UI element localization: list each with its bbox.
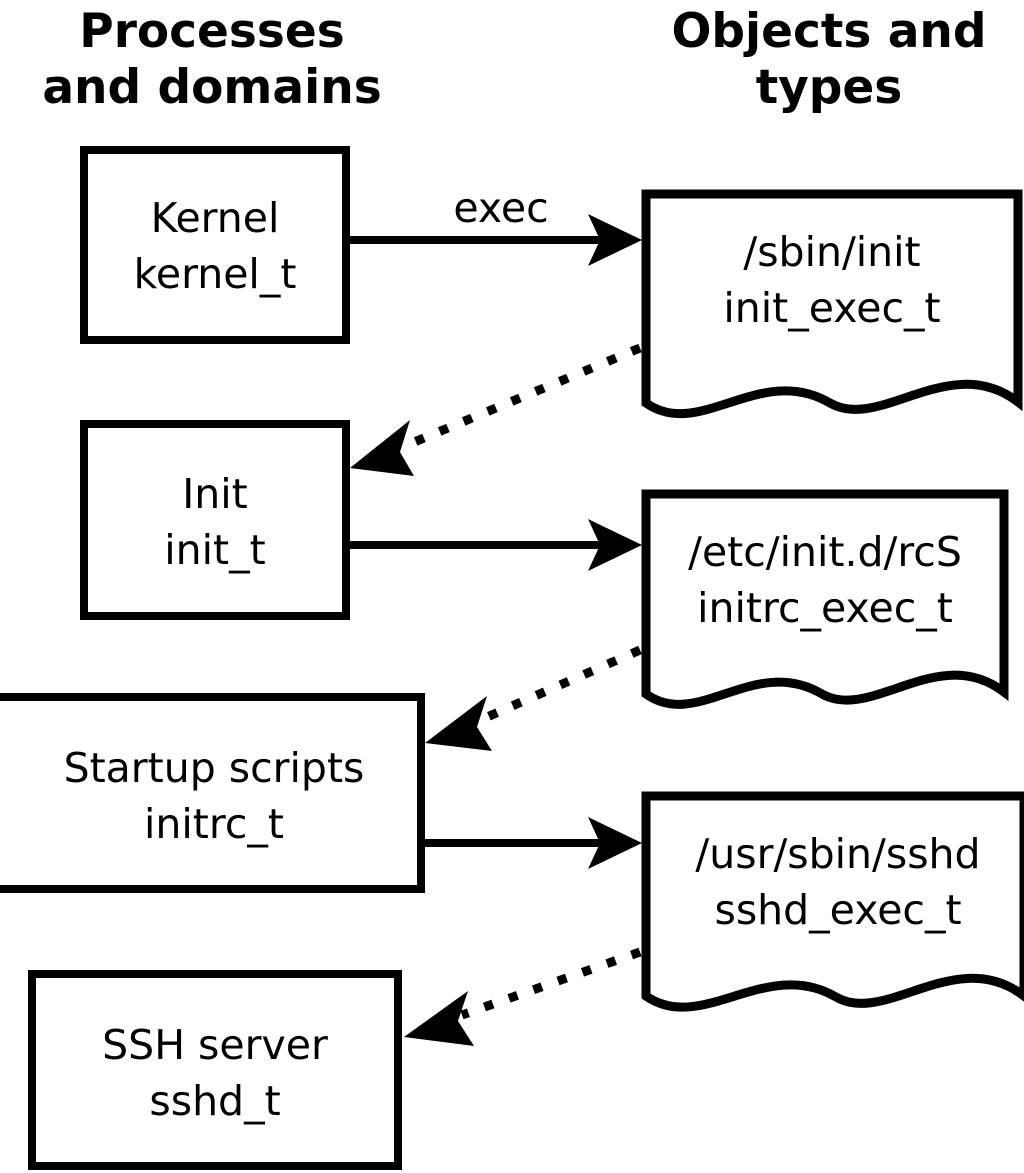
edge-initrcexec-to-initrc-line <box>476 645 642 726</box>
node-sshd-exec[interactable]: /usr/sbin/sshd sshd_exec_t <box>641 791 1024 1012</box>
node-init-exec-line2: init_exec_t <box>723 284 940 332</box>
node-init-exec[interactable]: /sbin/init init_exec_t <box>641 189 1023 419</box>
node-init[interactable]: Init init_t <box>80 420 350 620</box>
node-init-box[interactable] <box>80 420 350 620</box>
node-initrc-line2: initrc_t <box>144 800 284 848</box>
node-kernel-box[interactable] <box>80 146 350 344</box>
edge-sshdexec-to-sshd <box>404 947 642 1046</box>
edge-sshdexec-to-sshd-arrowhead <box>404 991 474 1046</box>
edge-initrc-to-sshdexec-arrowhead <box>588 817 642 869</box>
node-init-line1: Init <box>182 470 248 518</box>
node-sshd-exec-line2: sshd_exec_t <box>714 886 961 934</box>
edge-init-to-initrcexec-arrowhead <box>588 519 642 571</box>
column-header-objects-line2: types <box>756 60 903 115</box>
node-sshd-line2: sshd_t <box>149 1077 280 1125</box>
node-sshd-exec-document[interactable] <box>641 791 1024 1012</box>
node-initrc-exec-line2: initrc_exec_t <box>697 584 953 632</box>
node-kernel-line2: kernel_t <box>134 250 297 298</box>
node-initrc-exec[interactable]: /etc/init.d/rcS initrc_exec_t <box>641 489 1009 709</box>
node-init-line2: init_t <box>164 526 265 574</box>
edge-kernel-exec-arrowhead <box>588 214 642 266</box>
edge-initrc-to-sshdexec <box>425 817 642 869</box>
column-header-objects: Objects and types <box>671 4 986 115</box>
node-initrc-box[interactable] <box>0 693 425 893</box>
node-kernel[interactable]: Kernel kernel_t <box>80 146 350 344</box>
edge-sshdexec-to-sshd-line <box>460 947 642 1020</box>
column-header-objects-line1: Objects and <box>671 4 986 59</box>
edge-initexec-to-init-line <box>398 343 642 453</box>
edge-initrcexec-to-initrc-arrowhead <box>425 696 492 751</box>
node-init-exec-line1: /sbin/init <box>743 228 920 276</box>
edge-initrcexec-to-initrc <box>425 645 642 751</box>
node-sshd-exec-line1: /usr/sbin/sshd <box>695 830 980 878</box>
node-kernel-line1: Kernel <box>151 194 280 242</box>
edge-init-to-initrcexec <box>350 519 642 571</box>
node-initrc-exec-line1: /etc/init.d/rcS <box>688 528 962 576</box>
edge-initexec-to-init <box>350 343 642 476</box>
node-init-exec-document[interactable] <box>641 189 1023 419</box>
node-sshd-box[interactable] <box>28 970 402 1170</box>
node-sshd-line1: SSH server <box>102 1021 328 1069</box>
node-initrc-line1: Startup scripts <box>64 744 365 792</box>
node-initrc[interactable]: Startup scripts initrc_t <box>0 693 425 893</box>
edge-kernel-exec: exec <box>350 184 642 266</box>
edge-initexec-to-init-arrowhead <box>350 420 414 476</box>
edge-kernel-exec-label: exec <box>453 184 548 232</box>
column-header-processes-line2: and domains <box>42 60 381 115</box>
column-header-processes: Processes and domains <box>42 4 381 115</box>
node-initrc-exec-document[interactable] <box>641 489 1009 709</box>
column-header-processes-line1: Processes <box>79 4 344 59</box>
node-sshd[interactable]: SSH server sshd_t <box>28 970 402 1170</box>
